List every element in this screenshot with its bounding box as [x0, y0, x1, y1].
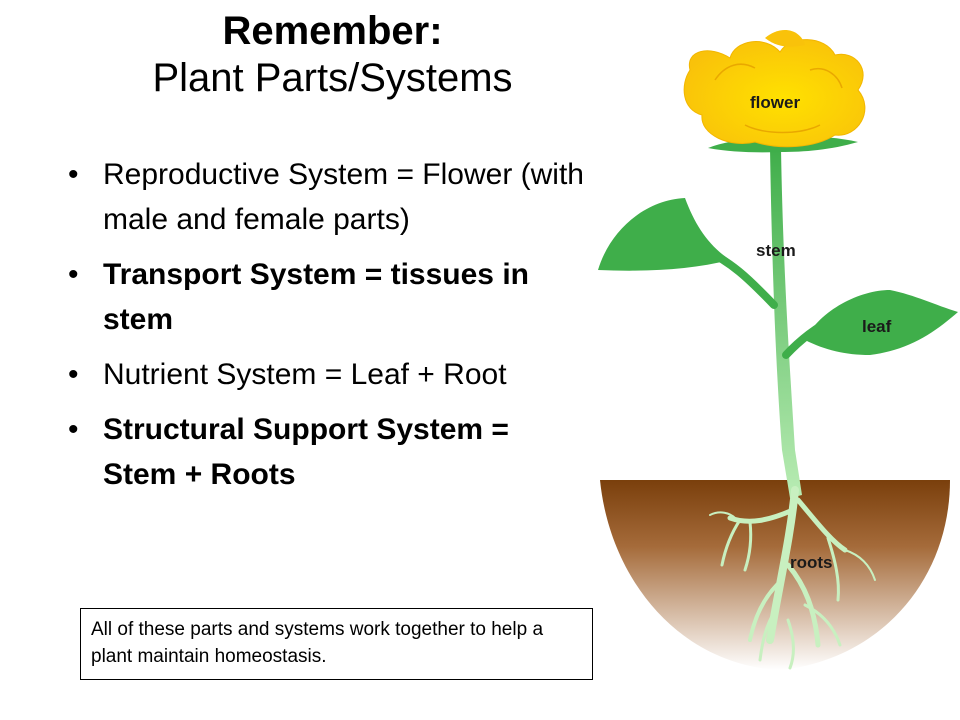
bullet-dot-icon: • [68, 158, 79, 191]
root-system [709, 486, 876, 670]
bullet-text: Structural Support System = Stem + Roots [103, 413, 509, 491]
bullet-dot-icon: • [68, 258, 79, 291]
note-box: All of these parts and systems work toge… [80, 608, 593, 680]
flower-label: flower [750, 93, 800, 112]
flower-petals [683, 29, 866, 148]
bullet-item-transport: • Transport System = tissues in stem [64, 252, 584, 342]
title-subheading: Plant Parts/Systems [152, 55, 513, 100]
bullet-item-nutrient: • Nutrient System = Leaf + Root [64, 352, 584, 397]
title-heading: Remember: [222, 9, 443, 53]
leaf-label: leaf [862, 317, 892, 336]
bullet-item-reproductive: • Reproductive System = Flower (with mal… [64, 152, 584, 242]
bullet-text: Reproductive System = Flower (with male … [103, 158, 584, 236]
slide-title: Remember: Plant Parts/Systems [40, 8, 625, 102]
right-leaf-shape [805, 290, 958, 355]
soil-shape [600, 480, 950, 670]
bullet-dot-icon: • [68, 413, 79, 446]
bullet-list: • Reproductive System = Flower (with mal… [64, 152, 584, 507]
bullet-text: Transport System = tissues in stem [103, 258, 529, 336]
stem-label: stem [756, 241, 796, 260]
stem-shape [770, 148, 802, 498]
bullet-item-structural: • Structural Support System = Stem + Roo… [64, 407, 584, 497]
roots-label: roots [790, 553, 833, 572]
plant-diagram: flower stem leaf roots [598, 29, 958, 670]
bullet-text: Nutrient System = Leaf + Root [103, 358, 507, 391]
left-leaf-shape [598, 198, 730, 271]
bullet-dot-icon: • [68, 358, 79, 391]
